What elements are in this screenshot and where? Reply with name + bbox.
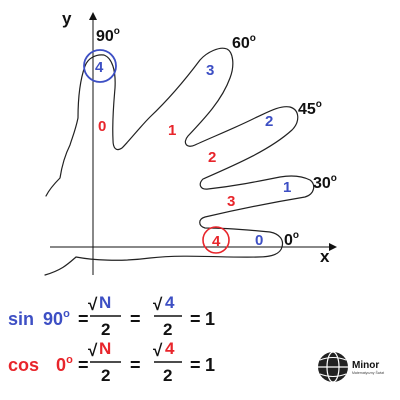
equals-sign: =: [130, 355, 141, 375]
angle-label-45: 45o: [298, 99, 322, 118]
equals-sign: =: [78, 355, 89, 375]
finger-count-left-index: 1: [168, 122, 176, 139]
sqrt-symbol: √: [153, 295, 163, 314]
circle-marker-blue: [83, 49, 117, 83]
angle-label-90: 90o: [96, 26, 120, 45]
x-axis-label: x: [320, 247, 330, 266]
angle-label-30: 30o: [313, 173, 337, 192]
finger-count-right-middle: 2: [265, 113, 273, 130]
finger-count-right-pinky: 0: [255, 232, 263, 249]
numerator-value: 4: [165, 339, 175, 358]
equals-sign: =: [190, 309, 201, 329]
numerator-value: 4: [165, 293, 175, 312]
denominator: 2: [101, 320, 110, 339]
finger-count-left-pinky: 4: [212, 233, 221, 250]
logo-tagline: Matematyczny Świat: [352, 370, 384, 375]
finger-count-right-thumb: 4: [95, 59, 104, 76]
globe-icon: [318, 351, 348, 383]
finger-count-left-thumb: 0: [98, 118, 106, 135]
hand-outline: [44, 47, 315, 276]
sin-formula: sin 90o = √ N 2 = √ 4 2 = 1: [8, 293, 215, 339]
y-axis-label: y: [62, 9, 72, 28]
equals-sign: =: [130, 309, 141, 329]
result-value: 1: [205, 309, 215, 329]
cos-label: cos 0o: [8, 354, 73, 375]
minor-logo: Minor Matematyczny Świat: [318, 351, 384, 383]
numerator-symbol: N: [99, 339, 111, 358]
logo-name: Minor: [352, 360, 379, 371]
numerator-symbol: N: [99, 293, 111, 312]
circle-marker-red: [202, 226, 230, 254]
sqrt-symbol: √: [88, 295, 98, 314]
finger-count-left-middle: 2: [208, 149, 216, 166]
equals-sign: =: [78, 309, 89, 329]
equals-sign: =: [190, 355, 201, 375]
sqrt-symbol: √: [88, 341, 98, 360]
result-value: 1: [205, 355, 215, 375]
cos-formula: cos 0o = √ N 2 = √ 4 2 = 1: [8, 339, 215, 385]
finger-count-right-index: 3: [206, 62, 214, 79]
denominator: 2: [163, 366, 172, 385]
sqrt-symbol: √: [153, 341, 163, 360]
angle-label-0: 0o: [284, 230, 299, 249]
denominator: 2: [163, 320, 172, 339]
angle-label-60: 60o: [232, 33, 256, 52]
finger-count-right-ring: 1: [283, 179, 291, 196]
sin-label: sin 90o: [8, 308, 70, 329]
denominator: 2: [101, 366, 110, 385]
finger-count-left-ring: 3: [227, 193, 235, 210]
